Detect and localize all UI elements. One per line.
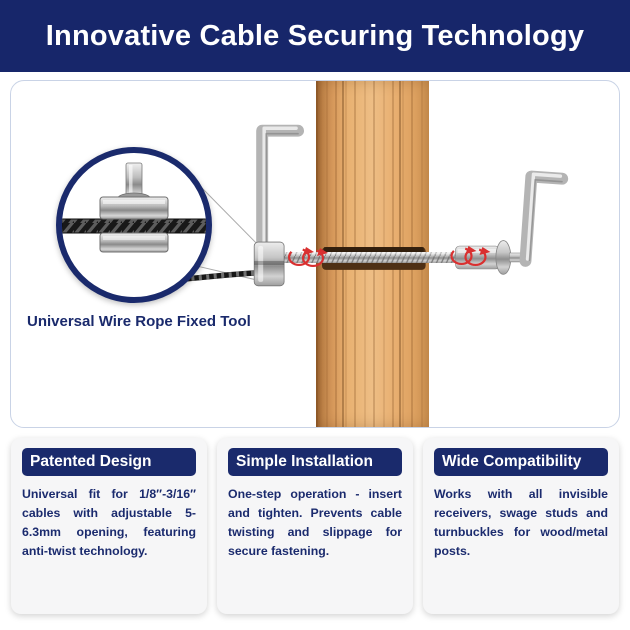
illustration-panel: Universal Wire Rope Fixed Tool (10, 80, 620, 428)
rotation-arrows-left (287, 247, 328, 268)
wire-rope-tool-closeup (62, 162, 206, 253)
threaded-rod (256, 252, 458, 263)
card-body: Works with all invisible receivers, swag… (434, 487, 608, 559)
wire-rope-fixed-tool (253, 241, 285, 287)
closeup-clamp-tool (99, 162, 169, 253)
banner: Innovative Cable Securing Technology (0, 0, 630, 72)
rotation-arrows-right (450, 246, 491, 267)
leader-line-top (198, 184, 257, 244)
card-simple-installation: Simple Installation One-step operation -… (217, 438, 413, 614)
card-body: One-step operation - insert and tighten.… (228, 487, 402, 559)
card-body: Universal fit for 1/8″-3/16″ cables with… (22, 487, 196, 559)
card-title: Patented Design (22, 448, 196, 476)
feature-cards: Patented Design Universal fit for 1/8″-3… (0, 438, 630, 614)
hex-allen-key-right (519, 170, 569, 267)
card-title: Wide Compatibility (434, 448, 608, 476)
card-wide-compatibility: Wide Compatibility Works with all invisi… (423, 438, 619, 614)
banner-title: Innovative Cable Securing Technology (45, 19, 585, 52)
card-title: Simple Installation (228, 448, 402, 476)
closeup-cable (62, 218, 206, 234)
zoom-inset-circle (56, 147, 212, 303)
card-patented-design: Patented Design Universal fit for 1/8″-3… (11, 438, 207, 614)
flange-cap (495, 240, 512, 275)
inset-label: Universal Wire Rope Fixed Tool (27, 313, 251, 330)
hex-allen-key-left (256, 124, 305, 254)
